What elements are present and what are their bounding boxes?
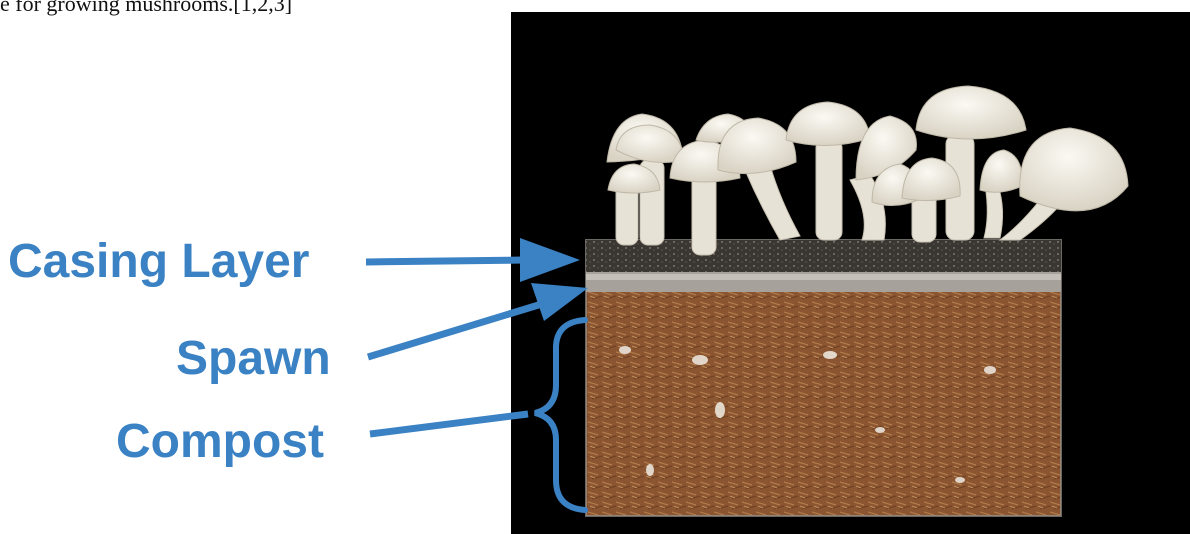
casing-arrow-line [366,260,525,262]
compost-arrow-line [370,414,528,434]
spawn-band [586,270,1061,292]
